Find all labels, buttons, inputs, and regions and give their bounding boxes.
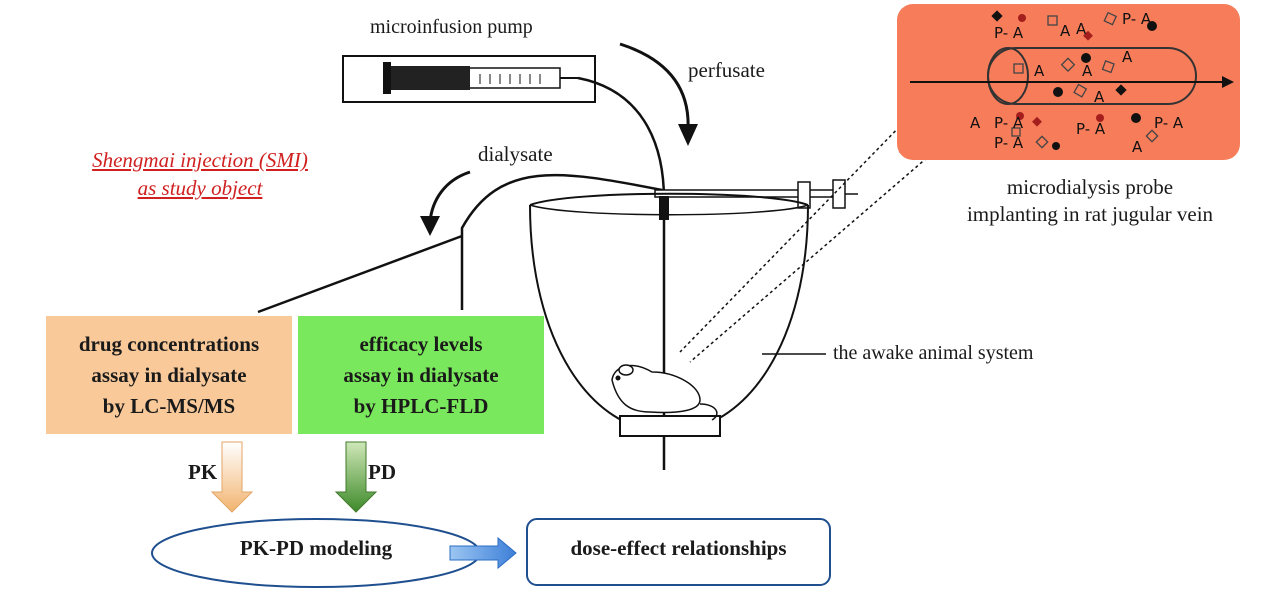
molecule-label: A: [1082, 62, 1093, 80]
pk-arrow-label: PK: [188, 460, 218, 484]
zoom-line-lower: [689, 149, 937, 363]
pump-label: microinfusion pump: [370, 16, 533, 38]
probe-caption-line-2: implanting in rat jugular vein: [966, 202, 1214, 226]
dialysate-label: dialysate: [478, 142, 553, 166]
pd-box-line-2: assay in dialysate: [343, 362, 499, 387]
microinfusion-pump: [342, 55, 596, 103]
molecule-label: A: [1076, 20, 1087, 38]
pd-arrow: [334, 441, 378, 513]
animal-system-label: the awake animal system: [833, 342, 1034, 364]
dialysate-arrow: [428, 170, 471, 223]
molecule-label: P- A: [1154, 114, 1184, 132]
pk-box-line-1: drug concentrations: [78, 331, 260, 356]
probe-caption: microdialysis probe implanting in rat ju…: [930, 174, 1250, 228]
perfusate-label: perfusate: [688, 58, 765, 82]
pd-arrow-label: PD: [368, 460, 396, 484]
rat-icon: [611, 364, 718, 421]
probe-assembly: [654, 179, 858, 220]
animal-bowl: [529, 192, 809, 437]
molecule-label: P- A: [1076, 120, 1106, 138]
dose-effect-box: [526, 518, 831, 586]
smi-line-1: Shengmai injection (SMI): [92, 148, 308, 172]
dialysate-branch: [257, 234, 463, 314]
efficacy-levels-box: efficacy levels assay in dialysate by HP…: [298, 316, 544, 434]
drug-concentration-box: drug concentrations assay in dialysate b…: [46, 316, 292, 434]
pkpd-modeling-label: PK-PD modeling: [239, 536, 393, 560]
pk-box-line-2: assay in dialysate: [91, 362, 247, 387]
molecule-label: A: [970, 114, 981, 132]
dialysate-tube: [460, 173, 663, 310]
pd-box-line-3: by HPLC-FLD: [353, 393, 489, 418]
smi-study-object: Shengmai injection (SMI) as study object: [60, 146, 340, 202]
pd-box-line-1: efficacy levels: [359, 331, 483, 356]
perfusate-arrow: [619, 42, 690, 131]
perfusate-arrowhead: [678, 124, 698, 146]
pk-arrow: [210, 441, 254, 513]
probe-caption-line-1: microdialysis probe: [1006, 175, 1174, 199]
pk-box-line-3: by LC-MS/MS: [102, 393, 236, 418]
molecule-label: P- A: [994, 24, 1024, 42]
smi-line-2: as study object: [137, 176, 263, 200]
molecule-label: A: [1094, 88, 1105, 106]
dose-effect-label: dose-effect relationships: [570, 536, 787, 560]
microdialysis-inset: P- A A A P- A A A A A A P- A P- A P- A P…: [897, 4, 1240, 160]
flow-arrow: [449, 536, 517, 570]
molecule-label: A: [1034, 62, 1045, 80]
molecule-label: A: [1060, 22, 1071, 40]
molecule-label: A: [1132, 138, 1143, 156]
molecule-label: P- A: [994, 114, 1024, 132]
zoom-line-upper: [679, 117, 909, 353]
molecule-label: A: [1122, 48, 1133, 66]
dialysate-arrowhead: [420, 216, 440, 236]
molecule-label: P- A: [1122, 10, 1152, 28]
molecule-label: P- A: [994, 134, 1024, 152]
